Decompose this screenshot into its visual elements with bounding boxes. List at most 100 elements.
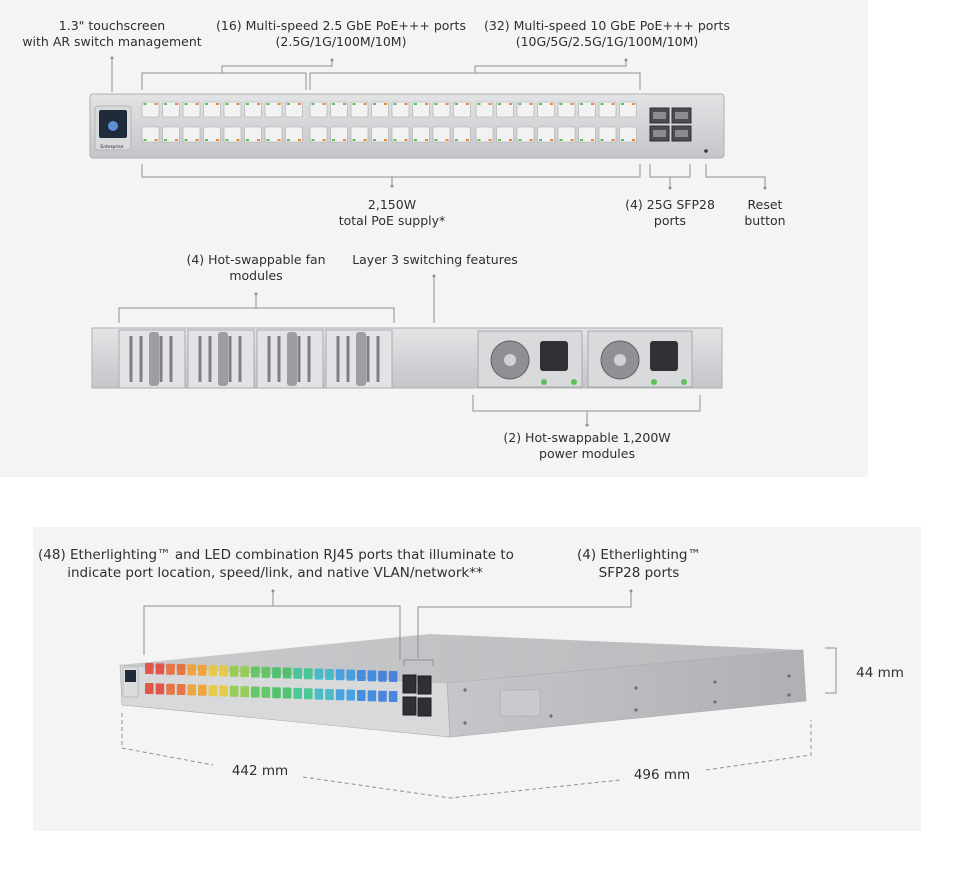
psu-ac-inlet <box>650 341 678 371</box>
etherlighting-sfp-ports <box>402 674 432 717</box>
layer3-label-line1: Layer 3 switching features <box>352 252 518 267</box>
port-led <box>498 103 501 105</box>
port-led <box>611 103 615 105</box>
rj45-port <box>598 126 617 143</box>
port-led <box>352 103 356 105</box>
port-led <box>236 103 240 105</box>
etherlighting-rj45-port <box>314 668 324 680</box>
port-led <box>384 103 387 105</box>
port-led <box>216 139 219 141</box>
port-led <box>550 103 553 105</box>
ports-10g-label-line1: (32) Multi-speed 10 GbE PoE+++ ports <box>484 18 730 33</box>
psu-ac-inlet <box>540 341 568 371</box>
port-led <box>384 139 387 141</box>
rj45-port <box>244 101 262 118</box>
port-led <box>287 103 290 105</box>
port-led <box>332 103 335 105</box>
fan-handle <box>149 332 159 386</box>
fan-handle <box>218 332 228 386</box>
height-dimension-label: 44 mm <box>856 665 904 681</box>
rj45-port <box>598 101 617 118</box>
rj45-port <box>371 126 389 143</box>
rj45-port <box>496 126 514 143</box>
port-led <box>154 139 158 141</box>
leader-lines-bottom <box>121 591 837 799</box>
etherlighting-rj45-label-line1: (48) Etherlighting™ and LED combination … <box>38 547 514 563</box>
port-led <box>298 103 301 105</box>
port-led <box>266 103 270 105</box>
etherlighting-rj45-port <box>240 686 249 698</box>
reset-label-line1: Reset <box>747 197 783 212</box>
etherlighting-sfp-port <box>417 697 432 717</box>
port-led <box>266 139 270 141</box>
rj45-port <box>264 126 283 143</box>
etherlighting-rj45-port <box>293 687 302 699</box>
rj45-port <box>141 101 160 118</box>
power-modules-label-line2: power modules <box>539 446 635 461</box>
port-led <box>466 139 469 141</box>
port-led <box>164 103 167 105</box>
port-led <box>298 139 301 141</box>
etherlighting-rj45-port <box>282 667 292 679</box>
port-led <box>559 103 563 105</box>
port-led <box>393 139 397 141</box>
rj45-port <box>350 126 369 143</box>
rj45-port <box>309 126 328 143</box>
leader-dots-top <box>110 56 767 427</box>
port-led <box>455 103 458 105</box>
etherlighting-rj45-port <box>272 667 281 679</box>
port-led <box>373 139 376 141</box>
ports-25g-label-line2: (2.5G/1G/100M/10M) <box>275 34 407 49</box>
etherlighting-rj45-port <box>198 664 207 676</box>
port-led <box>414 139 417 141</box>
reset-label-line2: button <box>744 213 786 228</box>
port-led <box>216 103 219 105</box>
psu-status-led <box>541 379 547 385</box>
etherlighting-rj45-port <box>176 664 186 676</box>
rj45-port <box>182 101 201 118</box>
etherlighting-rj45-port <box>367 670 377 682</box>
port-led <box>600 139 604 141</box>
rj45-port <box>203 101 221 118</box>
port-led <box>311 103 315 105</box>
port-led <box>414 103 417 105</box>
port-led <box>488 103 492 105</box>
rj45-port <box>412 126 430 143</box>
rj45-port <box>557 101 576 118</box>
etherlighting-rj45-port <box>357 670 366 681</box>
width-dimension-label: 442 mm <box>231 763 289 779</box>
port-led <box>570 103 574 105</box>
port-led <box>205 103 208 105</box>
etherlighting-rj45-port <box>166 663 175 675</box>
port-led <box>143 103 147 105</box>
touchscreen-label: 1.3" touchscreen with AR switch manageme… <box>10 18 214 50</box>
etherlighting-rj45-port <box>335 689 345 701</box>
port-led <box>343 139 346 141</box>
rj45-port <box>453 126 471 143</box>
psu-status-led <box>571 379 577 385</box>
port-led <box>632 139 635 141</box>
port-led <box>539 103 542 105</box>
rj45-port <box>330 126 348 143</box>
etherlighting-rj45-port <box>314 688 324 700</box>
etherlighting-rj45-port <box>219 665 228 677</box>
fan-modules-label-line2: modules <box>229 268 283 283</box>
sfp28-slot <box>653 130 666 137</box>
port-led <box>175 139 178 141</box>
fan-handle <box>287 332 297 386</box>
rj45-port <box>141 126 160 143</box>
port-led <box>529 103 533 105</box>
port-led <box>621 139 624 141</box>
side-screws <box>463 674 791 725</box>
sfp28-slot <box>675 112 688 119</box>
rj45-port <box>578 101 596 118</box>
rj45-port <box>516 126 535 143</box>
poe-supply-label-line1: 2,150W <box>367 197 417 212</box>
rj45-port <box>453 101 471 118</box>
rj45-port <box>350 101 369 118</box>
port-led <box>498 139 501 141</box>
etherlighting-sfp-label: (4) Etherlighting™ SFP28 ports <box>566 546 712 582</box>
port-led <box>539 139 542 141</box>
rj45-port <box>371 101 389 118</box>
ports-10g-label: (32) Multi-speed 10 GbE PoE+++ ports (10… <box>476 18 738 50</box>
